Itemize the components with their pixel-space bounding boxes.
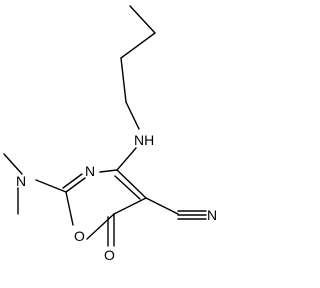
bond-n3-c2 bbox=[65, 177, 86, 193]
ring-n-label: N bbox=[85, 163, 95, 179]
bond-c4-n3 bbox=[99, 169, 118, 173]
amine-nh-label: NH bbox=[134, 132, 154, 148]
bond-c2-nme2 bbox=[35, 179, 67, 193]
dimethylamino-n-label: N bbox=[16, 173, 26, 189]
bond-c5-c4-double bbox=[114, 175, 141, 200]
bond-butyl-c4-nh bbox=[125, 101, 140, 130]
ring-o-label: O bbox=[74, 228, 85, 244]
bond-c5-c4 bbox=[116, 169, 147, 199]
bond-c6-c5 bbox=[113, 197, 147, 215]
carbonyl-o-label: O bbox=[104, 247, 115, 263]
bond-c5-cn bbox=[145, 197, 179, 215]
nitrile-n-label: N bbox=[207, 207, 217, 223]
bond-nme2-methyl-top bbox=[3, 153, 23, 175]
bond-butyl-c3-c4 bbox=[120, 57, 127, 103]
bond-butyl-c2-c3 bbox=[120, 32, 156, 59]
bond-butyl-c1-c2 bbox=[129, 5, 156, 34]
bond-n3-c2-double bbox=[62, 173, 83, 189]
structure-canvas: NH N N O O N bbox=[3, 5, 218, 263]
molecule-structure: NH N N O O N bbox=[3, 5, 217, 263]
bond-c2-o1 bbox=[65, 191, 74, 226]
bond-o1-c6 bbox=[86, 213, 115, 240]
bond-nh-c4 bbox=[116, 147, 137, 171]
